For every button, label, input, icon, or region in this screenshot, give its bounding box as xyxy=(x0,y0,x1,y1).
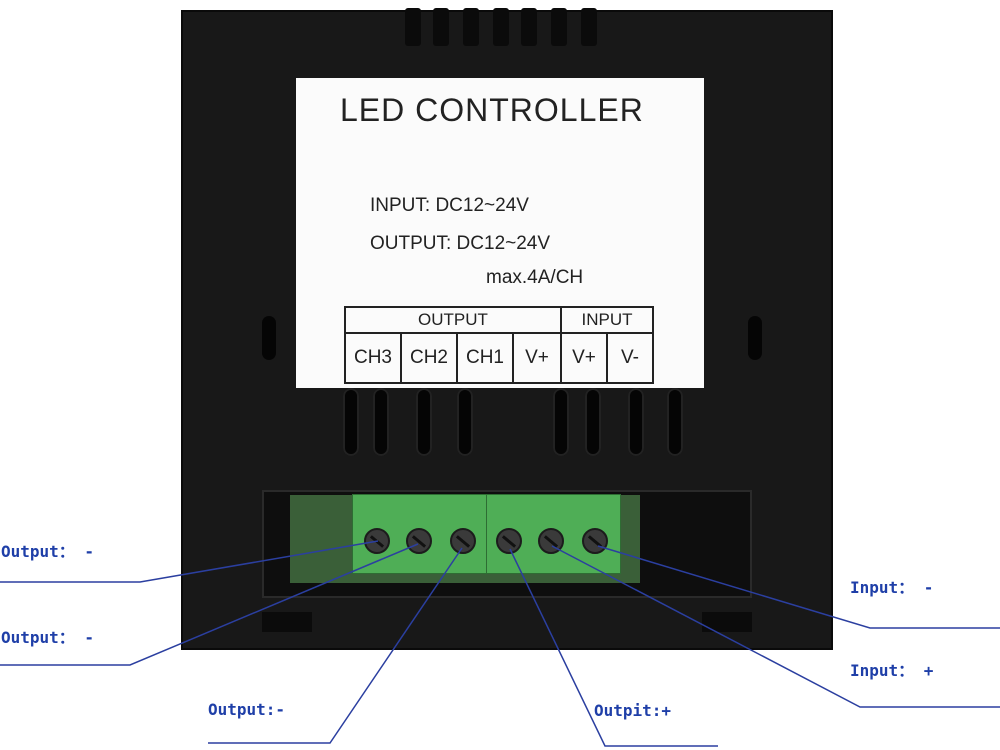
bottom-vent xyxy=(343,388,359,456)
top-vent xyxy=(493,8,509,46)
leader-line-ch1 xyxy=(208,547,463,744)
terminal-screw-ch1 xyxy=(450,528,476,554)
bottom-vent xyxy=(373,388,389,456)
label-title: LED CONTROLLER xyxy=(340,92,644,128)
bottom-vent xyxy=(667,388,683,456)
top-vent xyxy=(521,8,537,46)
input-spec: INPUT: DC12~24V xyxy=(370,195,529,216)
top-vent xyxy=(405,8,421,46)
terminal-screw-vplus-out xyxy=(496,528,522,554)
bottom-vent xyxy=(553,388,569,456)
callout-ch1: Output:- xyxy=(208,700,286,719)
bottom-vent xyxy=(416,388,432,456)
terminal-table: OUTPUT INPUT CH3 CH2 CH1 V+ V+ V- xyxy=(344,306,654,384)
top-vent xyxy=(433,8,449,46)
terminal-screw-vminus-in xyxy=(582,528,608,554)
top-vent xyxy=(551,8,567,46)
callout-vminus-in: Input： - xyxy=(850,578,934,597)
top-vent xyxy=(463,8,479,46)
terminal-screw-ch2 xyxy=(406,528,432,554)
table-group-output: OUTPUT xyxy=(344,306,562,334)
callout-ch2: Output： - xyxy=(1,628,95,647)
table-cell-vplus-out: V+ xyxy=(512,332,562,384)
leader-line-vminus-in xyxy=(597,545,1000,629)
table-cell-ch3: CH3 xyxy=(344,332,402,384)
mounting-slot-right xyxy=(748,316,762,360)
table-cell-vminus-in: V- xyxy=(606,332,654,384)
bottom-vent xyxy=(457,388,473,456)
table-cell-vplus-in: V+ xyxy=(560,332,608,384)
leader-line-vplus-out xyxy=(509,548,718,747)
table-cell-ch2: CH2 xyxy=(400,332,458,384)
max-current: max.4A/CH xyxy=(486,267,584,288)
callout-vplus-out: Outpit:+ xyxy=(594,701,672,720)
bottom-vent xyxy=(628,388,644,456)
callout-vplus-in: Input： + xyxy=(850,661,934,680)
housing-foot xyxy=(262,612,312,632)
table-cell-ch1: CH1 xyxy=(456,332,514,384)
leader-line-ch3 xyxy=(0,540,379,583)
housing-foot xyxy=(702,612,752,632)
leader-line-vplus-in xyxy=(551,545,1000,708)
spec-label: LED CONTROLLER INPUT: DC12~24V OUTPUT: D… xyxy=(296,78,704,388)
top-vent xyxy=(581,8,597,46)
table-group-input: INPUT xyxy=(560,306,654,334)
bottom-vent xyxy=(585,388,601,456)
leader-line-ch2 xyxy=(0,543,419,666)
output-spec: OUTPUT: DC12~24V xyxy=(370,233,551,254)
mounting-slot-left xyxy=(262,316,276,360)
callout-ch3: Output： - xyxy=(1,542,95,561)
